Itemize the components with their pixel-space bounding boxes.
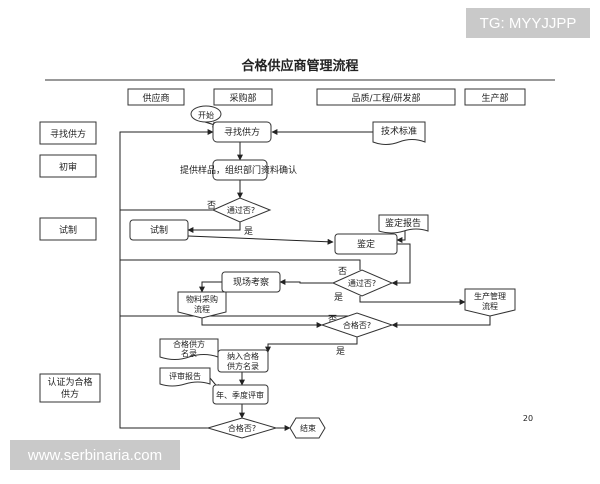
node-label: 物料采购 [186, 294, 218, 304]
edge-label-no: 否 [338, 266, 347, 277]
node-site-inspection: 现场考察 [221, 271, 281, 293]
node-label: 寻找供方 [224, 126, 260, 138]
node-label: 合格供方 [173, 339, 205, 349]
lane-header-production: 生产部 [464, 88, 526, 106]
node-review-report: 评审报告 [159, 367, 211, 387]
node-end: 结束 [289, 417, 326, 439]
node-label: 供方名录 [227, 361, 259, 371]
edge-label-no: 否 [207, 200, 216, 211]
watermark-top: TG: MYYJJPP [466, 8, 590, 38]
node-appraisal-report: 鉴定报告 [378, 214, 429, 234]
node-qualified2: 合格否? [206, 417, 278, 439]
page-number: 20 [523, 414, 533, 423]
stage-label: 初审 [59, 161, 77, 173]
watermark-bottom: www.serbinaria.com [10, 440, 180, 470]
node-pass1: 通过否? [211, 197, 272, 223]
node-label: 试制 [150, 224, 168, 236]
edge-label-yes: 是 [336, 346, 345, 357]
stage-preliminary-review: 初审 [39, 154, 97, 178]
lane-label: 采购部 [229, 92, 256, 104]
node-label: 生产管理 [474, 291, 506, 301]
node-label: 年、季度评审 [216, 390, 264, 400]
node-label: 现场考察 [233, 276, 269, 288]
stage-certify-qualified: 认证为合格 供方 [39, 373, 101, 403]
node-qualified-list: 合格供方 名录 [159, 338, 219, 360]
node-label: 结束 [300, 423, 316, 433]
lane-label: 品质/工程/研发部 [351, 92, 420, 104]
node-production-mgmt-flow: 生产管理 流程 [464, 288, 516, 317]
node-label: 提供样品，组织部门资料确认 [180, 164, 297, 176]
node-find-supplier: 寻找供方 [212, 121, 272, 143]
stage-label: 供方 [61, 388, 79, 400]
node-label: 开始 [198, 110, 214, 120]
stage-label: 认证为合格 [47, 376, 92, 388]
node-label: 通过否? [227, 205, 255, 215]
node-label: 名录 [181, 348, 197, 358]
stage-label: 寻找供方 [50, 128, 86, 140]
stage-label: 试制 [59, 224, 77, 236]
stage-trial: 试制 [39, 217, 97, 241]
node-add-to-list: 纳入合格 供方名录 [217, 349, 269, 373]
node-label: 鉴定 [357, 238, 375, 250]
lane-header-quality-eng-rd: 品质/工程/研发部 [316, 88, 456, 106]
node-label: 流程 [482, 301, 498, 311]
lane-label: 生产部 [481, 92, 508, 104]
lane-label: 供应商 [142, 92, 169, 104]
node-annual-review: 年、季度评审 [212, 384, 269, 405]
node-label: 合格否? [228, 423, 256, 433]
lane-header-supplier: 供应商 [127, 88, 185, 106]
node-label: 技术标准 [381, 125, 417, 137]
node-tech-standard: 技术标准 [372, 121, 426, 145]
node-pass2: 通过否? [331, 269, 394, 297]
edge-label-yes: 是 [334, 292, 343, 303]
node-provide-sample: 提供样品，组织部门资料确认 [180, 159, 297, 181]
node-label: 合格否? [343, 320, 371, 330]
stage-find-supplier: 寻找供方 [39, 121, 97, 145]
node-appraisal: 鉴定 [334, 233, 398, 255]
node-qualified1: 合格否? [320, 312, 394, 338]
node-material-purchase-flow: 物料采购 流程 [177, 291, 227, 319]
node-label: 流程 [194, 304, 210, 314]
node-trial: 试制 [129, 219, 189, 241]
node-label: 评审报告 [169, 371, 201, 381]
node-label: 通过否? [348, 278, 376, 288]
page-title: 合格供应商管理流程 [241, 58, 358, 74]
lane-header-purchasing: 采购部 [213, 88, 273, 106]
edge-label-no: 否 [328, 314, 337, 325]
node-label: 纳入合格 [227, 351, 259, 361]
connectors [119, 121, 491, 431]
node-label: 鉴定报告 [385, 217, 421, 229]
edge-label-yes: 是 [244, 226, 253, 237]
node-start: 开始 [190, 105, 222, 123]
